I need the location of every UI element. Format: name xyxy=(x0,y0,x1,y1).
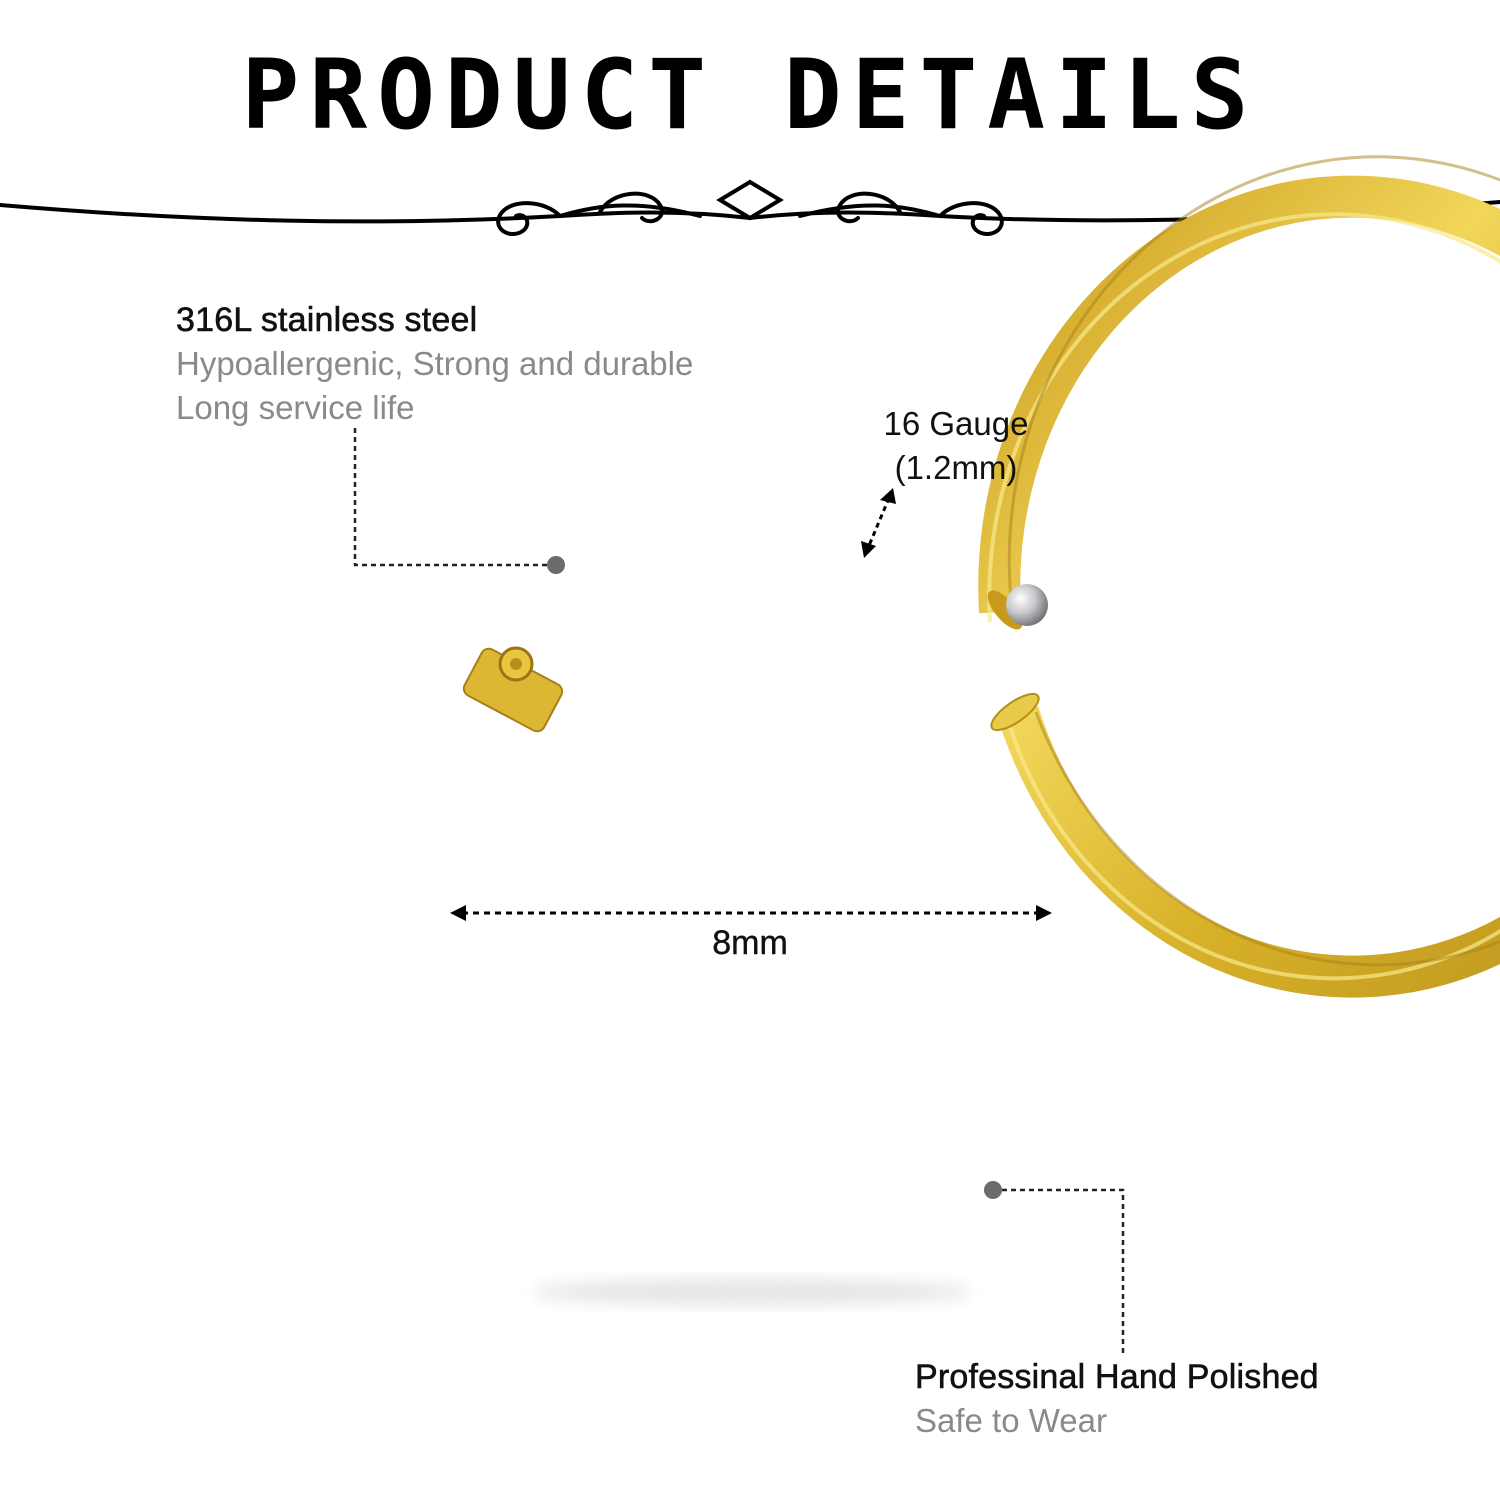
material-line-2: Long service life xyxy=(176,389,415,427)
page-title: PRODUCT DETAILS xyxy=(241,39,1259,151)
finish-callout-leader xyxy=(984,1181,1125,1355)
diameter-label: 8mm xyxy=(712,924,788,962)
gauge-line-2: (1.2mm) xyxy=(894,449,1018,486)
ring-open-end xyxy=(990,692,1040,732)
silver-ball-pin xyxy=(1006,584,1048,626)
finish-heading: Professinal Hand Polished xyxy=(915,1358,1319,1397)
finish-info: Professinal Hand Polished Safe to Wear xyxy=(915,1355,1319,1443)
hinge-joint-icon xyxy=(462,646,564,733)
ring-body-icon xyxy=(978,155,1500,998)
material-heading: 316L stainless steel xyxy=(176,301,478,340)
finish-line: Safe to Wear xyxy=(915,1402,1107,1440)
material-info: 316L stainless steel Hypoallergenic, Str… xyxy=(176,298,694,430)
material-line-1: Hypoallergenic, Strong and durable xyxy=(176,345,694,383)
gauge-arrow-icon xyxy=(861,488,896,558)
ring-shadow xyxy=(532,1278,972,1306)
diameter-arrow-icon xyxy=(450,905,1052,921)
gauge-label: 16 Gauge (1.2mm) xyxy=(856,402,1056,490)
material-callout-leader xyxy=(353,428,565,574)
ornamental-divider-icon xyxy=(0,179,1500,236)
gauge-line-1: 16 Gauge xyxy=(883,405,1029,442)
